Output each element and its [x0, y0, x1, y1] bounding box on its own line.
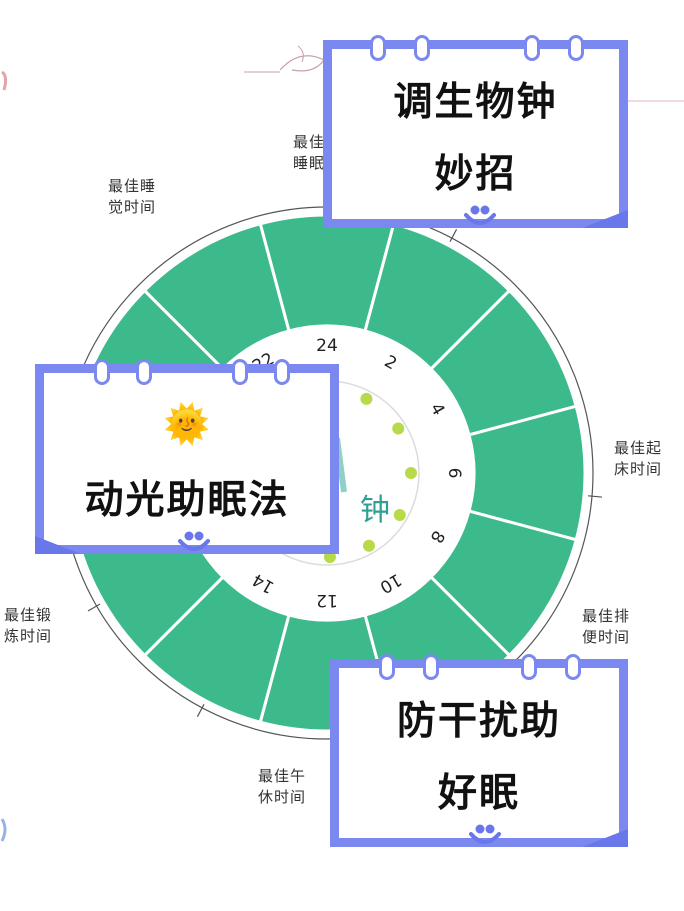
edge-label-exercise: 最佳锻 炼时间 [4, 605, 52, 647]
ring-tick [449, 229, 458, 242]
edge-label-top-partial: 最佳 睡眠 [293, 132, 325, 174]
edge-label-line: 床时间 [614, 460, 663, 478]
card-adjust-biological-clock: 调生物钟 妙招 [323, 35, 628, 228]
binder-ring [568, 35, 584, 61]
edge-label-line: 炼时间 [4, 627, 53, 645]
card-title-line: 动光助眠法 [84, 478, 290, 523]
sun-icon: 🌞 [163, 402, 211, 446]
edge-label-wake: 最佳起 床时间 [614, 438, 662, 480]
ring-tick [196, 704, 205, 717]
blue-scribble-decoration [0, 815, 14, 849]
edge-label-line: 最佳午 [258, 767, 307, 785]
binder-ring [274, 359, 290, 385]
edge-label-line: 最佳睡 [108, 177, 157, 195]
binder-ring [521, 654, 537, 680]
card-title-line: 好眠 [437, 771, 520, 816]
binder-ring [94, 359, 110, 385]
dial-dot [360, 392, 373, 405]
binder-ring [232, 359, 248, 385]
edge-label-nap: 最佳午 休时间 [258, 766, 306, 808]
edge-label-defecate: 最佳排 便时间 [582, 606, 630, 648]
hour-label: 6 [444, 468, 464, 479]
binder-ring [136, 359, 152, 385]
edge-label-line: 觉时间 [108, 198, 157, 216]
binder-ring [565, 654, 581, 680]
edge-label-line: 便时间 [582, 628, 631, 646]
card-light-sleep-method: 🌞 动光助眠法 [35, 359, 339, 554]
binder-ring [379, 654, 395, 680]
pink-scribble-decoration [0, 62, 20, 106]
binder-ring [524, 35, 540, 61]
card-title-line: 调生物钟 [393, 80, 558, 125]
center-partial-text: 钟 [360, 493, 390, 528]
edge-label-line: 最佳锻 [4, 606, 53, 624]
dial-dot [392, 422, 405, 435]
smiley-icon [178, 531, 210, 551]
binder-ring [414, 35, 430, 61]
smiley-icon [464, 205, 496, 225]
dial-dot [405, 467, 417, 479]
edge-label-sleep: 最佳睡 觉时间 [108, 176, 156, 218]
right-line-decoration [628, 88, 684, 107]
card-corner-fold [582, 210, 628, 228]
card-corner-fold [582, 829, 628, 847]
hour-label: 24 [316, 336, 338, 356]
card-corner-fold [35, 536, 81, 554]
hour-label: 12 [316, 590, 338, 610]
edge-label-line: 最佳起 [614, 439, 663, 457]
binder-ring [370, 35, 386, 61]
edge-label-line: 最佳 [293, 133, 326, 151]
edge-label-line: 最佳排 [582, 607, 631, 625]
card-anti-interference-sleep: 防干扰助 好眠 [330, 654, 628, 847]
dial-dot [393, 509, 406, 521]
card-title-line: 妙招 [434, 152, 517, 197]
card-title-line: 防干扰助 [396, 699, 561, 744]
binder-ring [423, 654, 439, 680]
edge-label-line: 睡眠 [293, 154, 326, 172]
dial-dot [363, 539, 375, 552]
ring-tick [87, 603, 101, 612]
edge-label-line: 休时间 [258, 788, 307, 806]
ring-tick [587, 495, 603, 498]
smiley-icon [469, 824, 501, 844]
